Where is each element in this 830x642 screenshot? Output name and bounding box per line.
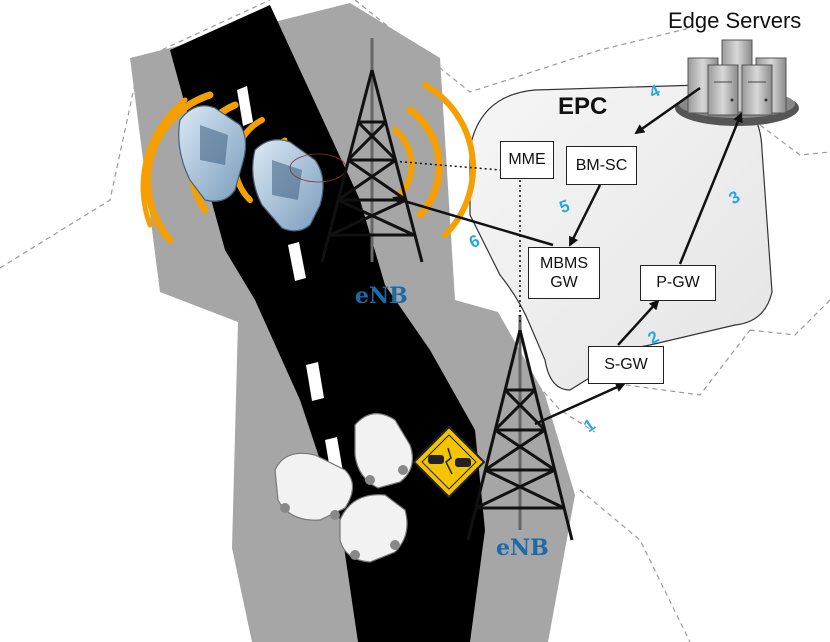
p-gw-label: P-GW bbox=[656, 274, 700, 292]
enb-label-bottom: eNB bbox=[496, 535, 549, 561]
control-links bbox=[379, 159, 521, 325]
road bbox=[170, 5, 485, 642]
car-icon bbox=[339, 494, 408, 563]
mbms-gw-label-line1: MBMS bbox=[540, 254, 588, 272]
s-gw-node: S-GW bbox=[588, 346, 664, 384]
car-icon bbox=[274, 452, 354, 521]
mme-node: MME bbox=[500, 141, 554, 179]
collision-warning-icon bbox=[412, 425, 486, 499]
bm-sc-label: BM-SC bbox=[575, 156, 628, 174]
s-gw-label: S-GW bbox=[604, 356, 648, 374]
edge-servers-title: Edge Servers bbox=[668, 8, 802, 33]
mme-label: MME bbox=[508, 151, 546, 169]
cell-tower-icon bbox=[466, 315, 574, 541]
car-icon bbox=[354, 413, 413, 489]
car-icon bbox=[178, 105, 247, 202]
car-icon bbox=[252, 139, 324, 232]
mbms-gw-node: MBMS GW bbox=[528, 247, 600, 299]
cell-tower-icon bbox=[320, 38, 424, 263]
mbms-gw-label-line2: GW bbox=[550, 274, 578, 291]
data-flow-arrows bbox=[392, 86, 743, 426]
enb-label-top: eNB bbox=[355, 283, 408, 309]
p-gw-node: P-GW bbox=[640, 265, 716, 301]
epc-label: EPC bbox=[558, 93, 608, 120]
server-rack-icon bbox=[675, 39, 799, 126]
bm-sc-node: BM-SC bbox=[566, 146, 637, 185]
